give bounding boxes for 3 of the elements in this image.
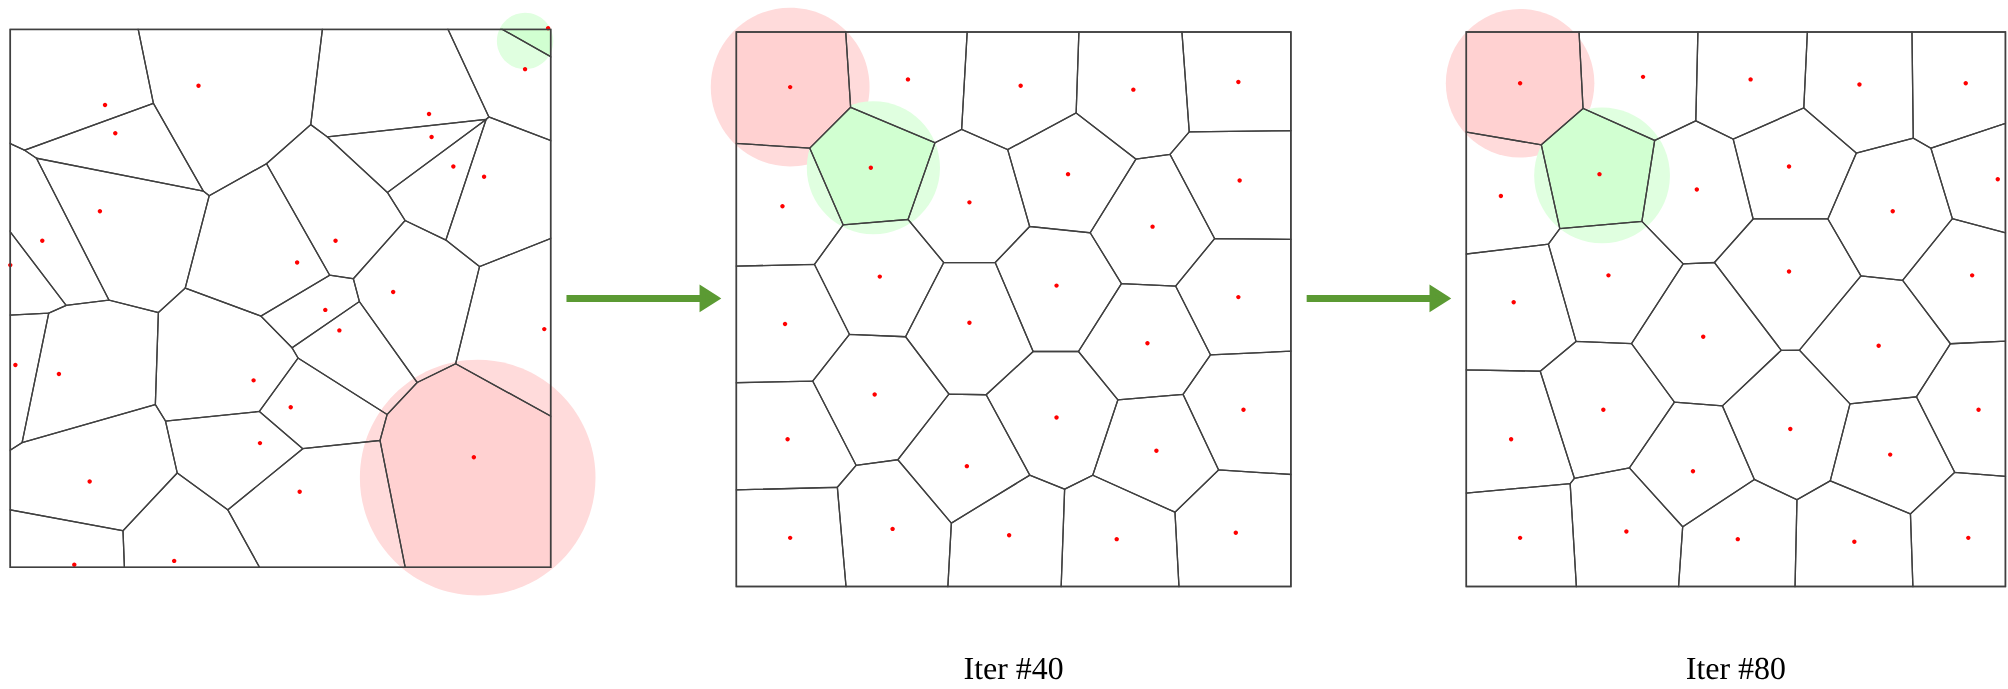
- voronoi-drawing: [8, 12, 596, 596]
- iteration-label: Iter #40: [964, 657, 1063, 680]
- iteration-label: Iter #80: [1687, 657, 1785, 680]
